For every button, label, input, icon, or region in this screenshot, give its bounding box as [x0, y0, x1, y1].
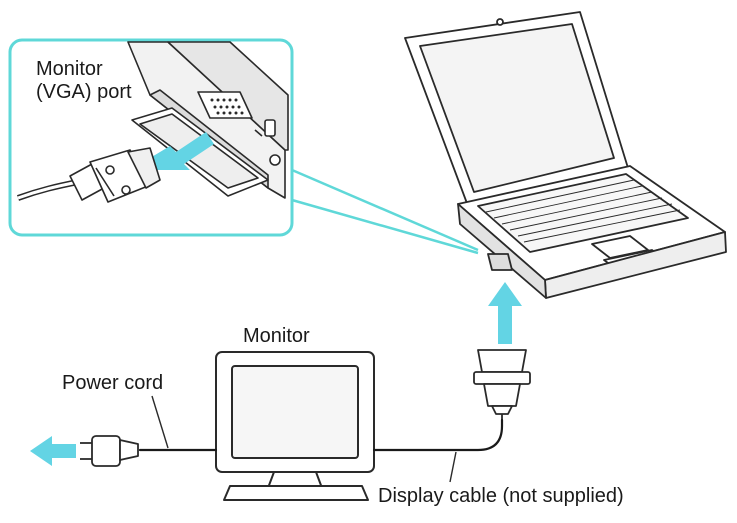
monitor-port-label-line2: (VGA) port	[36, 81, 132, 103]
power-cord-label: Power cord	[62, 372, 164, 394]
vga-plug-icon	[473, 349, 531, 422]
monitor-illustration	[215, 351, 375, 501]
laptop-illustration	[404, 11, 727, 299]
vga-plug-closeup	[16, 147, 161, 203]
connect-arrow-icon	[488, 282, 522, 344]
monitor-port-label-line1: Monitor	[36, 58, 103, 80]
monitor-label: Monitor	[243, 325, 310, 347]
monitor-port-label: Monitor (VGA) port	[36, 58, 132, 104]
display-cable-label: Display cable (not supplied)	[378, 485, 624, 507]
label-leaders	[151, 395, 457, 483]
cables	[138, 418, 504, 452]
port-closeup-callout	[8, 38, 479, 255]
insert-arrow-icon	[150, 132, 214, 170]
outlet-arrow-icon	[30, 436, 76, 466]
power-plug-icon	[80, 435, 139, 467]
